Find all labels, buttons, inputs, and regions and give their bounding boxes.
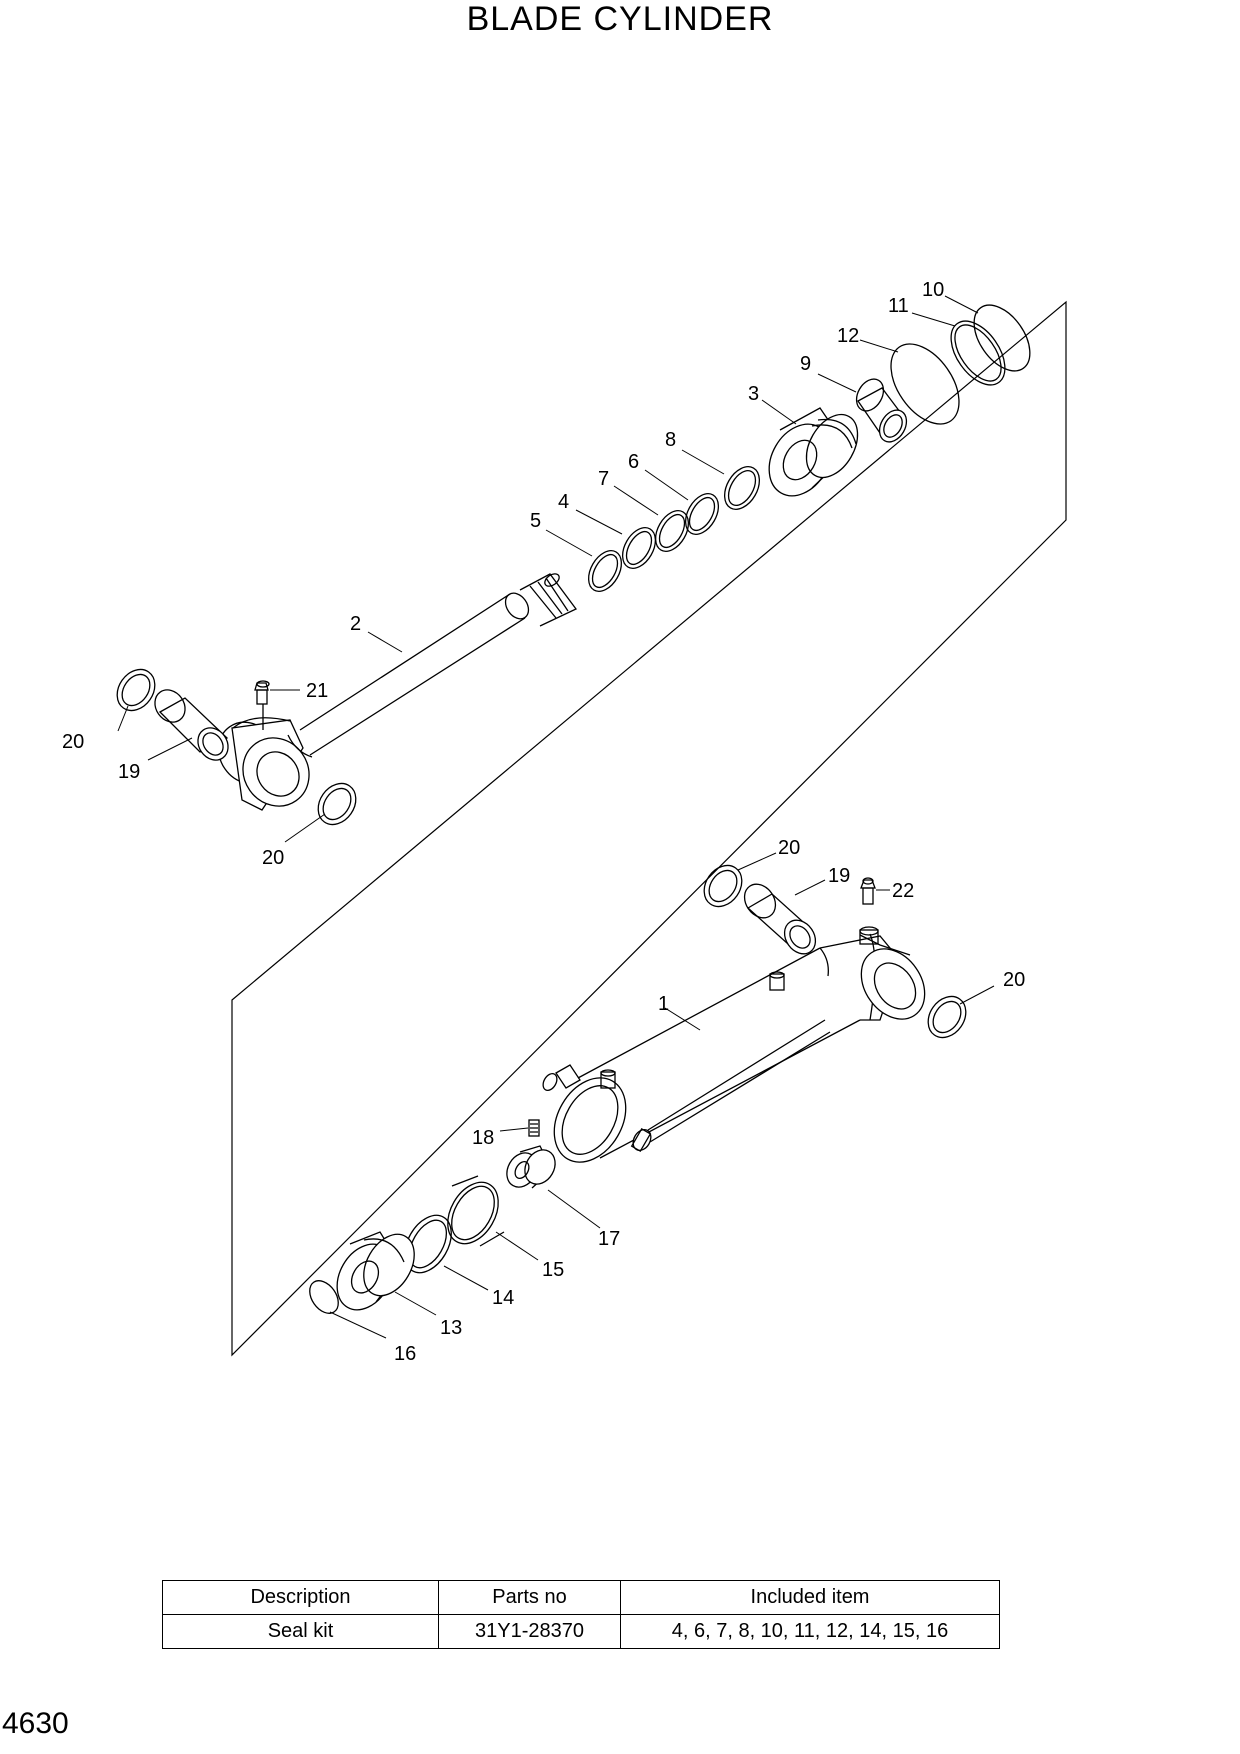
bushing-19-lower-part bbox=[743, 883, 817, 955]
piston-nut-17-part bbox=[506, 1145, 556, 1189]
callout-17: 17 bbox=[598, 1228, 620, 1250]
leader-lines bbox=[117, 295, 995, 1339]
callout-11: 11 bbox=[888, 295, 909, 317]
bushing-19-upper-part bbox=[154, 689, 229, 761]
rod-cover-3-part bbox=[768, 407, 859, 497]
callout-10: 10 bbox=[922, 279, 944, 301]
piston-13-part bbox=[336, 1231, 415, 1311]
o-ring-10-part bbox=[973, 304, 1031, 372]
callout-20-b: 20 bbox=[262, 847, 284, 869]
piston-rod-part bbox=[287, 573, 577, 758]
header-included-item: Included item bbox=[620, 1580, 1000, 1615]
callout-22: 22 bbox=[892, 880, 914, 902]
callout-20-c: 20 bbox=[778, 837, 800, 859]
backup-ring-11-part bbox=[950, 320, 1006, 386]
callout-18: 18 bbox=[472, 1127, 494, 1149]
table-header-row: Description Parts no Included item bbox=[162, 1580, 1000, 1615]
rod-eye-part bbox=[217, 717, 310, 811]
callout-20-a: 20 bbox=[62, 731, 84, 753]
callout-3: 3 bbox=[748, 383, 759, 405]
diagram-title: BLADE CYLINDER bbox=[466, 0, 774, 38]
page-number: 4630 bbox=[2, 1707, 69, 1740]
callout-labels: 10 11 12 9 3 8 6 7 4 5 2 21 20 19 20 20 … bbox=[62, 279, 1025, 1365]
header-parts-no: Parts no bbox=[438, 1580, 621, 1615]
callout-4: 4 bbox=[558, 491, 569, 513]
cell-parts-no: 31Y1-28370 bbox=[438, 1614, 621, 1649]
callout-13: 13 bbox=[440, 1317, 462, 1339]
o-ring-16-part bbox=[309, 1280, 339, 1314]
callout-19-b: 19 bbox=[828, 865, 850, 887]
wear-ring-15-part bbox=[447, 1175, 505, 1247]
callout-7: 7 bbox=[598, 468, 609, 490]
o-ring-12-part bbox=[890, 343, 960, 425]
grease-nipple-21-part bbox=[254, 680, 270, 730]
callout-20-d: 20 bbox=[1003, 969, 1025, 991]
callout-12: 12 bbox=[837, 325, 859, 347]
seal-4-part bbox=[621, 527, 657, 569]
header-description: Description bbox=[162, 1580, 439, 1615]
seal-6-part bbox=[684, 493, 720, 535]
callout-8: 8 bbox=[665, 429, 676, 451]
callout-21: 21 bbox=[306, 680, 328, 702]
callout-19-a: 19 bbox=[118, 761, 140, 783]
seal-7-part bbox=[654, 510, 690, 552]
wiper-ring-20-d-part bbox=[927, 995, 967, 1039]
set-screw-18-part bbox=[528, 1119, 540, 1137]
callout-15: 15 bbox=[542, 1259, 564, 1281]
piston-seal-14-part bbox=[404, 1214, 452, 1274]
callout-16: 16 bbox=[394, 1343, 416, 1365]
callout-14: 14 bbox=[492, 1287, 514, 1309]
callout-5: 5 bbox=[530, 510, 541, 532]
callout-2: 2 bbox=[350, 613, 361, 635]
grease-nipple-22-part bbox=[859, 877, 879, 945]
bushing-9-part bbox=[855, 378, 908, 443]
assembly-boundary bbox=[231, 300, 1067, 1357]
callout-6: 6 bbox=[628, 451, 639, 473]
seal-8-part bbox=[724, 466, 760, 510]
cell-included-item: 4, 6, 7, 8, 10, 11, 12, 14, 15, 16 bbox=[620, 1614, 1000, 1649]
wiper-ring-20-b-part bbox=[317, 782, 357, 826]
callout-9: 9 bbox=[800, 353, 811, 375]
cell-description: Seal kit bbox=[162, 1614, 439, 1649]
callout-1: 1 bbox=[658, 993, 669, 1015]
table-row: Seal kit 31Y1-28370 4, 6, 7, 8, 10, 11, … bbox=[162, 1614, 1000, 1649]
seal-kit-table: Description Parts no Included item Seal … bbox=[162, 1580, 1000, 1649]
wiper-ring-20-c-part bbox=[703, 864, 743, 908]
seal-5-part bbox=[587, 550, 623, 592]
cylinder-tube-part bbox=[542, 933, 926, 1163]
wiper-ring-20-a-part bbox=[116, 668, 156, 712]
